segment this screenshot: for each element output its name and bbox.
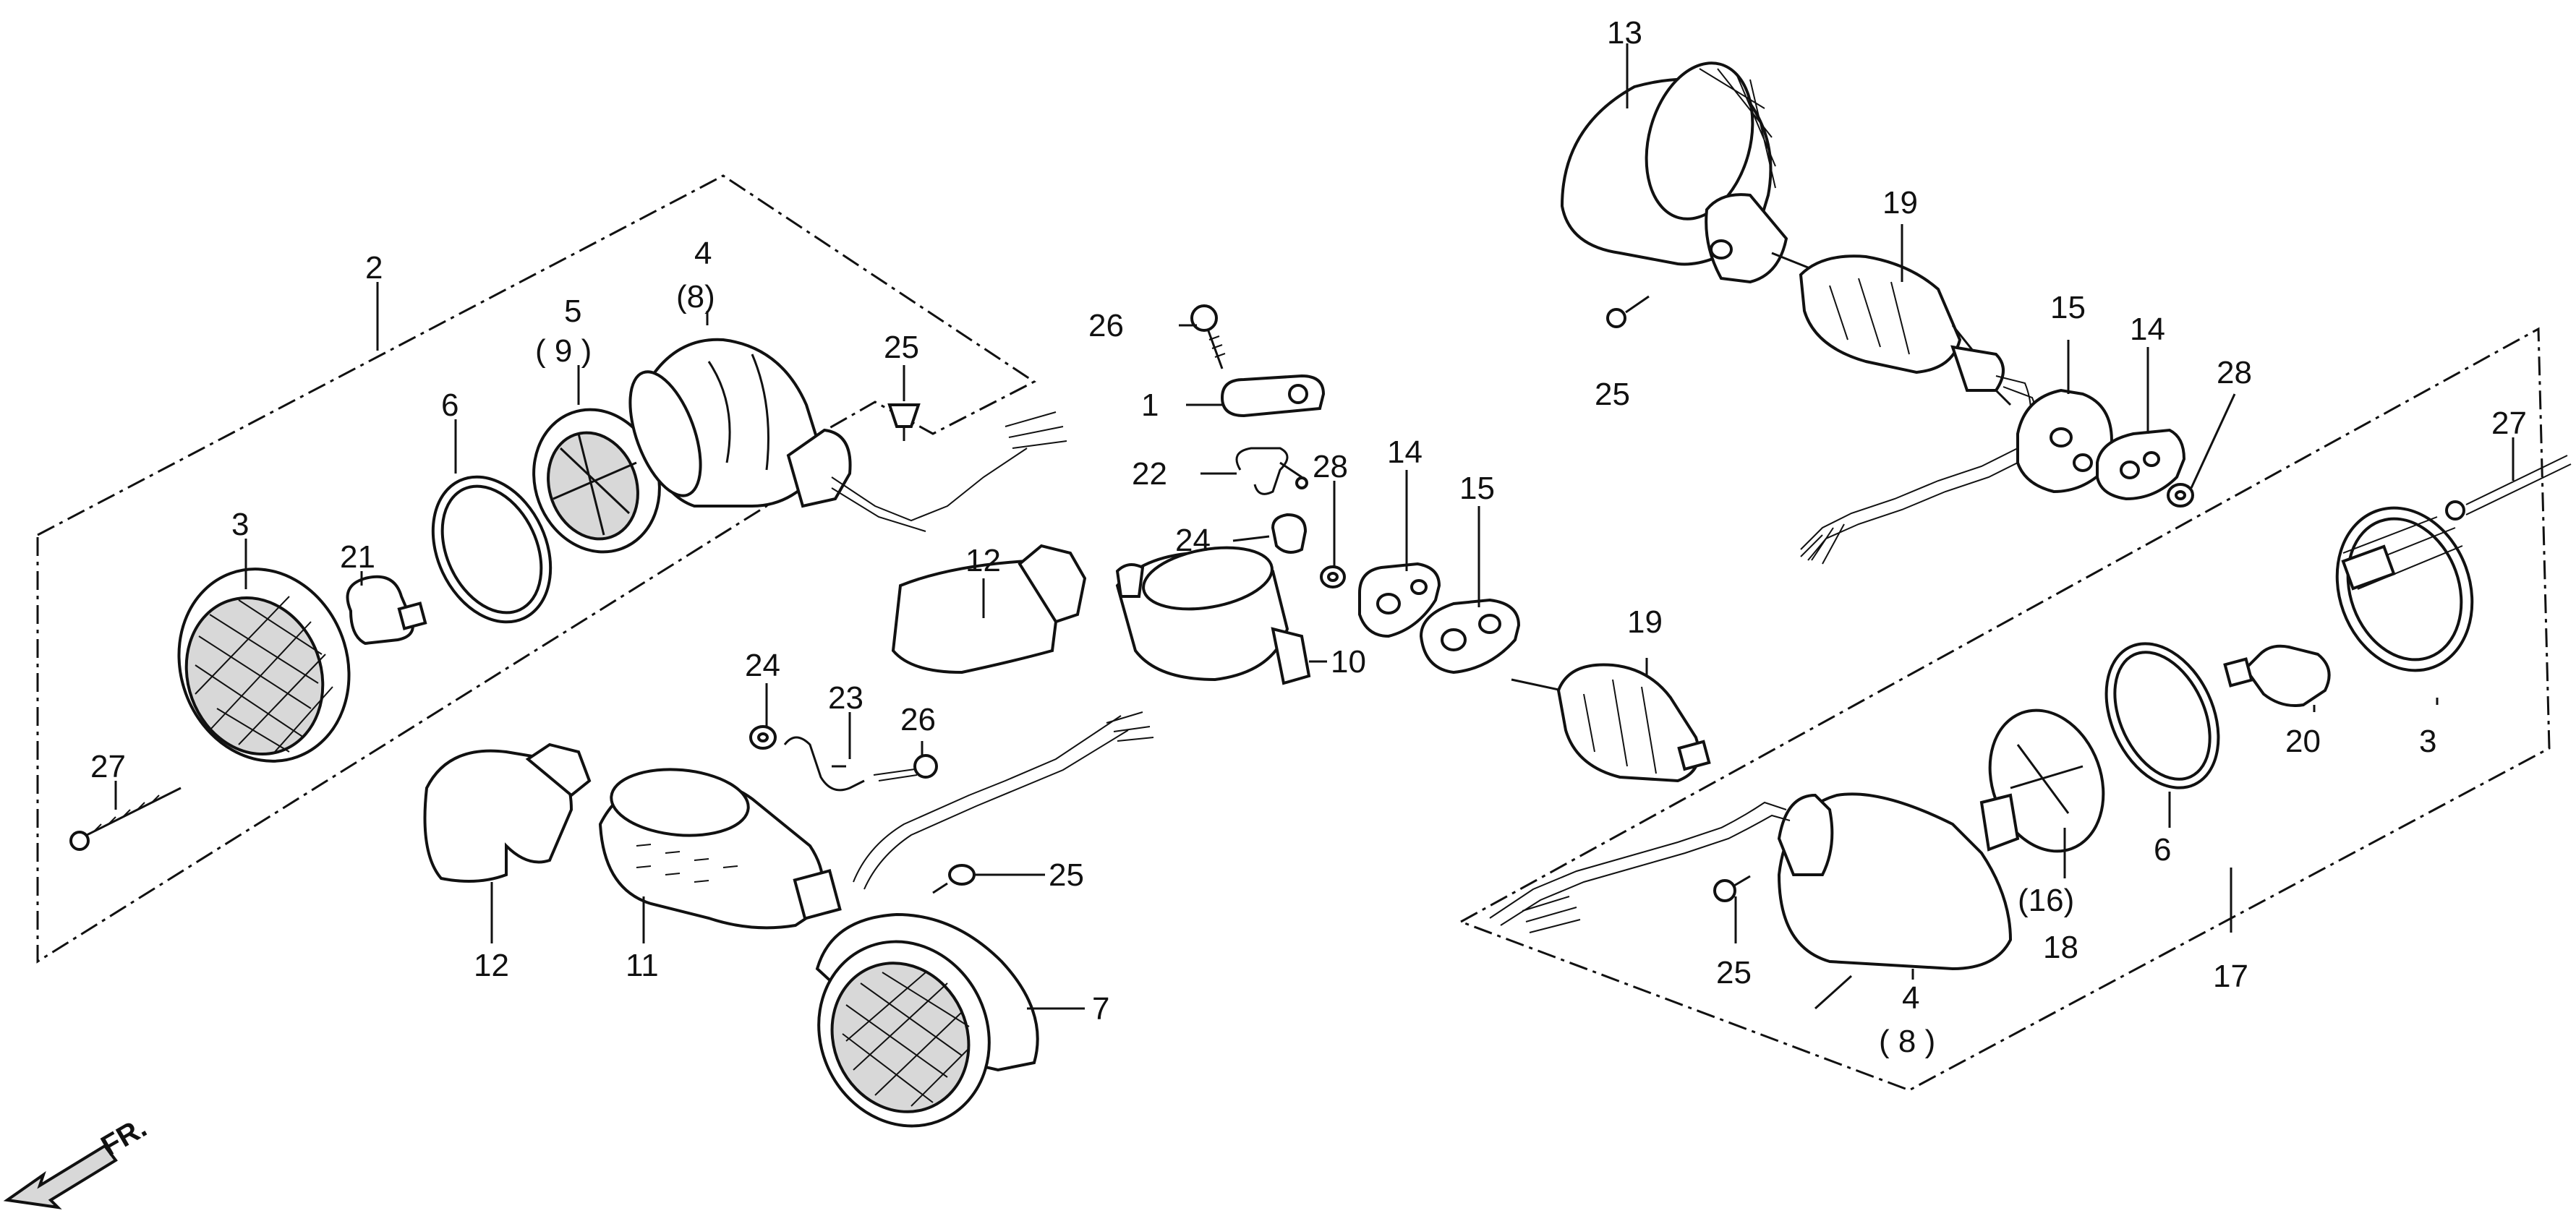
callout-12-top: 12	[965, 543, 1001, 578]
grommet-14-center	[1358, 562, 1441, 638]
lamp-13	[1560, 61, 1788, 284]
callout-14-center: 14	[1387, 434, 1423, 470]
washer-28-right	[2167, 483, 2194, 508]
callout-26-top: 26	[1088, 308, 1124, 343]
callout-8-left: (8)	[676, 279, 715, 314]
callout-27-right: 27	[2491, 406, 2527, 441]
callout-8-right: ( 8 )	[1879, 1024, 1935, 1059]
cover-12-top	[891, 544, 1087, 675]
callout-25-center: 25	[1049, 857, 1084, 893]
holder-11	[598, 768, 842, 930]
lamp-7	[815, 711, 1154, 1128]
callout-24-bottom: 24	[745, 648, 780, 683]
leader-lines	[114, 43, 2515, 1010]
callout-16: (16)	[2018, 883, 2074, 918]
callout-12-bottom: 12	[474, 948, 509, 983]
screw-25-center	[932, 864, 976, 894]
callout-11: 11	[626, 948, 659, 983]
callout-17: 17	[2213, 959, 2248, 994]
callout-3-left: 3	[231, 507, 249, 542]
housing-4-left	[628, 338, 1067, 532]
callout-13: 13	[1607, 15, 1642, 51]
lens-3-left	[177, 568, 351, 763]
right-assembly-boundary	[1458, 327, 2551, 1092]
housing-4-right	[1489, 792, 2013, 971]
screw-27-left	[69, 787, 182, 851]
grommet-14-right	[2096, 428, 2186, 501]
screw-25-left-top	[887, 403, 921, 441]
screw-25-upper-right	[1606, 295, 1650, 328]
lens-3-right	[2335, 506, 2474, 672]
screw-25-lower-right	[1713, 875, 1751, 902]
bulb-20	[2223, 644, 2331, 707]
callout-21: 21	[340, 539, 375, 575]
screw-26-top	[1190, 304, 1226, 369]
callout-28-right: 28	[2217, 355, 2252, 390]
gasket-6-right	[2104, 642, 2220, 789]
callout-24-top: 24	[1175, 523, 1211, 558]
grommet-15-center	[1419, 598, 1521, 675]
nut-24-bottom	[749, 725, 777, 750]
bulb-21	[346, 575, 427, 646]
callout-23: 23	[828, 680, 863, 716]
left-assembly-boundary	[36, 174, 1036, 964]
clip-23	[783, 736, 865, 792]
callout-4-right: 4	[1902, 980, 1919, 1016]
callout-20: 20	[2285, 724, 2321, 759]
callout-3-right: 3	[2419, 724, 2436, 759]
washer-28-left	[1320, 565, 1346, 588]
callout-14-right: 14	[2130, 312, 2165, 347]
callout-4-left: 4	[694, 236, 712, 271]
socket-16-18	[1979, 708, 2105, 853]
gasket-6-left	[431, 475, 553, 624]
stem-19-top	[1771, 252, 2012, 406]
callout-15-center: 15	[1459, 471, 1495, 506]
clip-22	[1235, 447, 1308, 495]
callout-6-right: 6	[2154, 832, 2171, 868]
callout-27-left: 27	[90, 749, 126, 784]
cover-12-bottom	[423, 742, 592, 883]
screw-26-bottom	[873, 754, 938, 781]
callout-25-upper-right: 25	[1595, 377, 1630, 412]
callout-10: 10	[1331, 644, 1366, 680]
callout-22: 22	[1132, 456, 1167, 492]
callout-26-bottom: 26	[900, 702, 936, 737]
clamp-1	[1220, 374, 1326, 418]
callout-5: 5	[564, 294, 581, 329]
wire-harness-13	[1800, 375, 2039, 565]
stem-19-center	[1511, 663, 1711, 783]
callout-6-left: 6	[441, 387, 459, 423]
callout-25-lower-right: 25	[1716, 955, 1752, 990]
nut-24-top	[1271, 513, 1308, 554]
callout-labels: 2 4 (8) 5 ( 9 ) 6 3 21 27 25 26 1 22 28 …	[90, 15, 2527, 1059]
callout-1: 1	[1141, 387, 1159, 423]
callout-19-center: 19	[1627, 604, 1663, 640]
callout-15-right: 15	[2050, 290, 2086, 325]
callout-7: 7	[1092, 991, 1109, 1027]
callout-2: 2	[365, 250, 383, 286]
screw-27-right	[2445, 455, 2572, 521]
callout-19-top: 19	[1882, 185, 1918, 220]
callout-18: 18	[2043, 930, 2078, 965]
callout-9: ( 9 )	[535, 333, 592, 369]
front-direction-marker: FR.	[3, 1111, 152, 1209]
callout-25-top: 25	[884, 330, 919, 365]
callout-28-left: 28	[1313, 449, 1348, 484]
holder-10	[1115, 546, 1327, 685]
